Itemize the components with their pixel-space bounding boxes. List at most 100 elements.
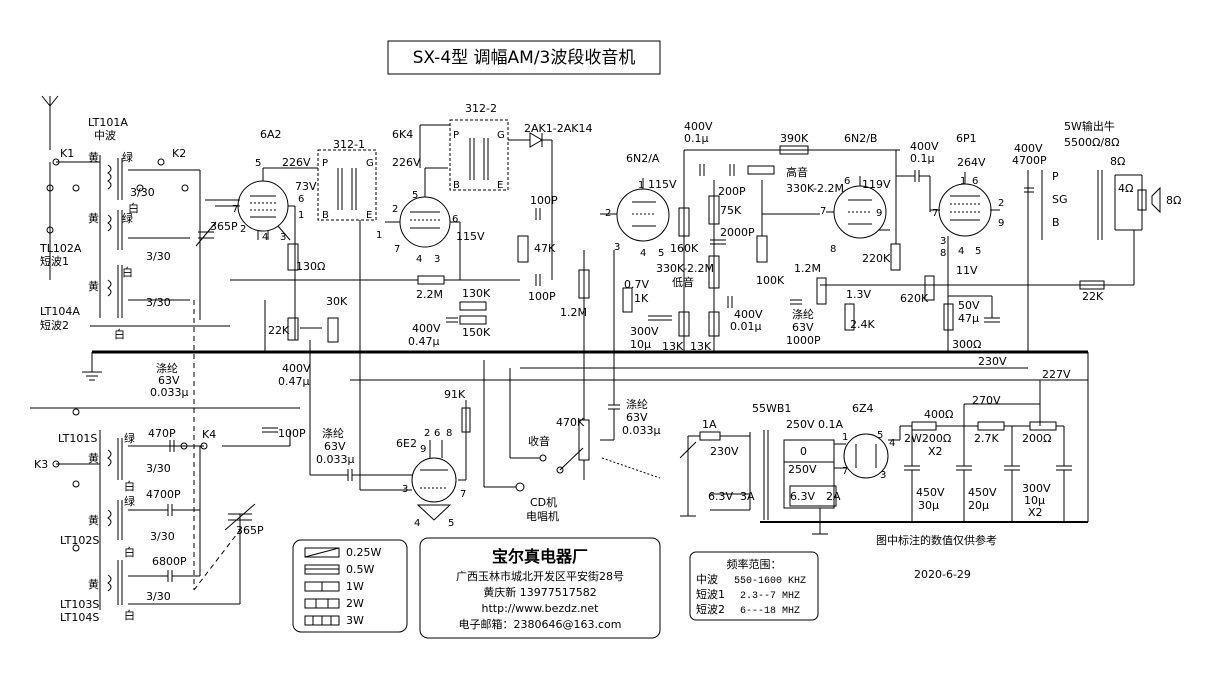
cap-20u: 20μ [968, 499, 989, 512]
cap-63v-label-2: 63V [792, 321, 814, 334]
pin-6e2-8: 8 [446, 428, 452, 439]
coil-green-4: 绿 [124, 431, 135, 445]
switch-312-1-e: E [366, 210, 372, 221]
voltage-226v-b: 226V [392, 156, 421, 169]
coil-ratio-1: 3/30 [130, 186, 155, 199]
coil-yellow-1: 黄 [88, 150, 99, 164]
cap-400v-e: 400V [910, 140, 939, 153]
pin-6p1-8: 8 [940, 248, 946, 259]
pin-6a2-5: 5 [255, 158, 261, 169]
cap-365p-lower: 365P [236, 524, 264, 537]
tube-label-6n2b: 6N2/B [844, 132, 877, 145]
resistor-300-label: 300Ω [952, 338, 981, 351]
resistor-1-2m [578, 269, 590, 299]
schematic-title: SX-4型 调幅AM/3波段收音机 [413, 48, 636, 68]
cap-dl-label-3: 涤纶 [322, 426, 344, 440]
switch-312-2-p: P [453, 130, 459, 141]
osc-coil-section [30, 407, 300, 610]
legend-2w: 2W [346, 597, 364, 610]
cap-0033-label-3: 0.033μ [316, 453, 355, 466]
coil-yellow-2: 黄 [88, 211, 99, 225]
resistor-130 [287, 243, 299, 271]
pin-6p1-1: 1 [960, 176, 966, 187]
pin-6k4-5: 5 [412, 190, 418, 201]
resistor-150k [459, 315, 487, 325]
pin-6p1-6: 6 [972, 176, 978, 187]
resistor-390k-label: 390K [780, 132, 809, 145]
switch-k1-label: K1 [60, 147, 74, 160]
diode-2ak [508, 132, 553, 280]
output-transformer-b: B [1052, 216, 1060, 229]
cap-47u: 47μ [958, 312, 979, 325]
legend-box [292, 539, 408, 633]
cap-450v-b: 450V [968, 486, 997, 499]
pin-6z4-4: 4 [889, 438, 895, 449]
switch-312-2-g: G [497, 130, 505, 141]
switch-k2-label: K2 [172, 147, 186, 160]
legend-1w: 1W [346, 580, 364, 593]
pin-6k4-6: 6 [452, 214, 458, 225]
legend-0-5w: 0.5W [346, 563, 374, 576]
pin-6k4-1: 1 [376, 230, 382, 241]
cap-400v-d: 400V [734, 308, 763, 321]
switch-312-1-p: P [322, 158, 328, 169]
schematic-note: 图中标注的数值仅供参考 [876, 533, 997, 547]
tube-6a2 [215, 167, 318, 340]
pin-6z4-5: 5 [877, 430, 883, 441]
resistor-30k-label: 30K [326, 295, 348, 308]
resistor-620k [924, 275, 935, 301]
resistor-13k-a [678, 311, 690, 337]
coil-label-sw1: 短波1 [40, 254, 69, 268]
rf-coil-section [46, 155, 240, 327]
cap-300v-b: 300V [1022, 482, 1051, 495]
cap-63v-label-1: 63V [158, 374, 180, 387]
cap-6800p: 6800P [152, 555, 187, 568]
pin-6k4-3: 3 [434, 254, 440, 265]
voltage-115v-a: 115V [456, 230, 485, 243]
switch-312-2-box [449, 119, 509, 191]
pin-6e2-7: 7 [460, 489, 466, 500]
coil-white-1: 白 [128, 201, 139, 215]
resistor-2w200-label: 2W200Ω [904, 432, 951, 445]
company-url: http://www.bezdz.net [481, 602, 599, 615]
treble-pot [747, 165, 775, 175]
coil-green-5: 绿 [124, 494, 135, 508]
coil-ratio-4: 3/30 [146, 462, 171, 475]
cap-10u: 10μ [630, 338, 651, 351]
power-transformer [679, 430, 837, 520]
resistor-30k [327, 317, 339, 343]
resistor-22k [287, 317, 299, 341]
cap-470p: 470P [148, 427, 176, 440]
coil-white-3: 白 [114, 327, 125, 341]
tube-label-6n2a: 6N2/A [626, 152, 660, 165]
coil-white-6: 白 [124, 608, 135, 622]
voltage-230v-rail: 230V [978, 355, 1007, 368]
freq-sw1-range: 2.3--7 MHZ [740, 591, 800, 602]
cap-01u-a: 0.1μ [684, 132, 709, 145]
tube-6p1 [930, 172, 1000, 237]
pin-6e2-4: 4 [414, 518, 420, 529]
cap-100p-b: 100P [528, 290, 556, 303]
tube-6e2 [411, 400, 467, 521]
pin-6n2a-1: 1 [638, 180, 644, 191]
output-transformer [820, 170, 1161, 352]
coil-yellow-4: 黄 [88, 451, 99, 465]
coil-ratio-5: 3/30 [150, 530, 175, 543]
pin-6z4-1: 1 [842, 432, 848, 443]
resistor-200 [1029, 421, 1057, 431]
resistor-2-7k-label: 2.7K [974, 432, 999, 445]
coil-label-tl102a: TL102A [39, 242, 82, 255]
secondary-0-label: 0 [800, 445, 807, 458]
cap-4700p-b: 4700P [1012, 154, 1047, 167]
switch-312-1-g: G [366, 158, 374, 169]
resistor-400 [911, 421, 937, 431]
fuse-1a-label: 1A [702, 418, 717, 431]
cap-047u-b: 0.47μ [408, 335, 440, 348]
voltage-73v: 73V [295, 180, 317, 193]
coil-white-4: 白 [124, 479, 135, 493]
secondary-250v-b-label: 250V [788, 463, 817, 476]
coil-ratio-2: 3/30 [146, 250, 171, 263]
output-4ohm: 4Ω [1118, 182, 1133, 195]
